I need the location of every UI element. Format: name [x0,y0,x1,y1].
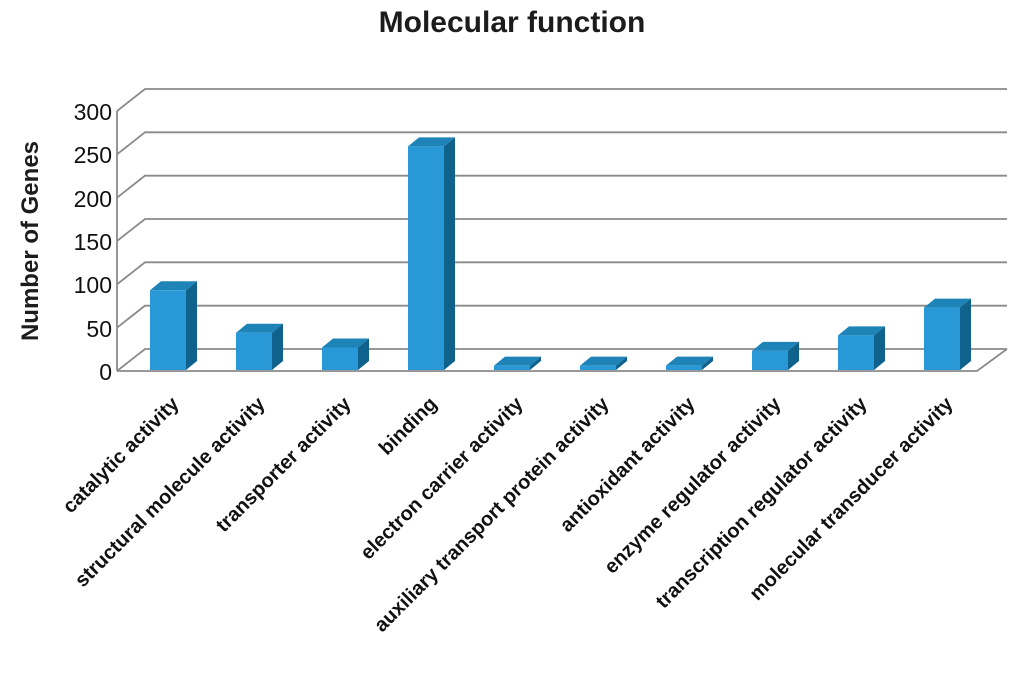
bar-top-face [150,281,197,291]
bar-front-face [408,146,444,370]
bar-front-face [752,350,788,370]
y-tick-label: 300 [73,99,112,125]
chart-title: Molecular function [378,6,646,39]
bar-side-face [444,137,455,370]
y-tick-label: 100 [73,272,112,299]
bar-top-face [838,326,885,336]
gridline [116,131,1007,156]
bar-front-face [322,347,358,370]
bar-side-face [530,356,541,370]
bar-top-face [666,356,713,366]
bar-front-face [580,365,616,370]
gridline [116,261,1007,286]
bar-front-face [924,307,960,370]
bar-front-face [494,365,530,370]
gridline [116,304,1007,329]
bar-side-face [616,356,627,370]
y-tick-label: 250 [73,142,112,169]
bar-side-face [788,341,799,370]
bar-top-face [752,341,799,351]
gridline [116,88,1007,112]
bar-side-face [960,298,971,370]
bar-top-face [924,298,971,308]
bar-top-face [236,323,283,333]
gridline [116,218,1007,242]
bar-side-face [702,356,713,370]
gridline [116,174,1007,199]
bar-front-face [838,335,874,370]
bar-top-face [408,137,455,147]
bar-top-face [322,338,369,348]
floor-edge [117,348,1008,372]
bar-side-face [874,326,885,370]
y-tick-label: 50 [86,315,112,342]
bar-front-face [150,290,186,370]
bar-top-face [494,356,541,366]
gridline [116,348,1007,372]
bar-side-face [358,338,369,370]
y-tick-label: 150 [73,229,112,255]
y-tick-label: 200 [73,185,112,212]
bar-side-face [272,323,283,370]
bar-front-face [236,332,272,370]
bar-side-face [186,281,197,370]
y-tick-label: 0 [99,359,112,385]
bar-top-face [580,356,627,366]
bar-front-face [666,365,702,370]
